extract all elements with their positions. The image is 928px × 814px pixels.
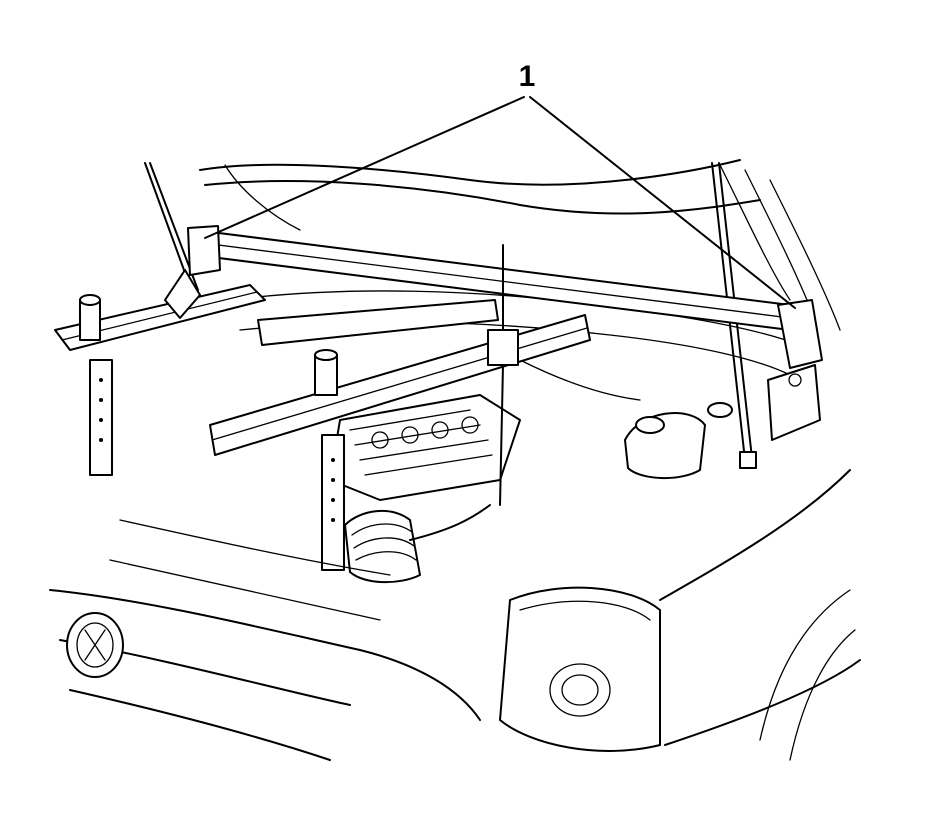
callout-leaders [204, 96, 796, 309]
coolant-reservoir [624, 402, 733, 480]
leader-line-left [204, 96, 525, 239]
right-fender [659, 469, 861, 761]
hood-bracket-left [164, 225, 221, 319]
fixture-center-clamp [487, 244, 519, 506]
headlamp-right [499, 586, 661, 752]
leader-line-right [529, 96, 796, 309]
raised-hood [199, 159, 841, 331]
fixture-crossbar-mid [257, 299, 499, 346]
air-intake-duct [344, 504, 491, 584]
fixture-post-left [79, 294, 113, 476]
brand-emblem [66, 612, 124, 678]
callout-number-1: 1 [519, 60, 536, 93]
fixture-post-center [314, 349, 345, 571]
hood-bracket-right [767, 299, 823, 441]
